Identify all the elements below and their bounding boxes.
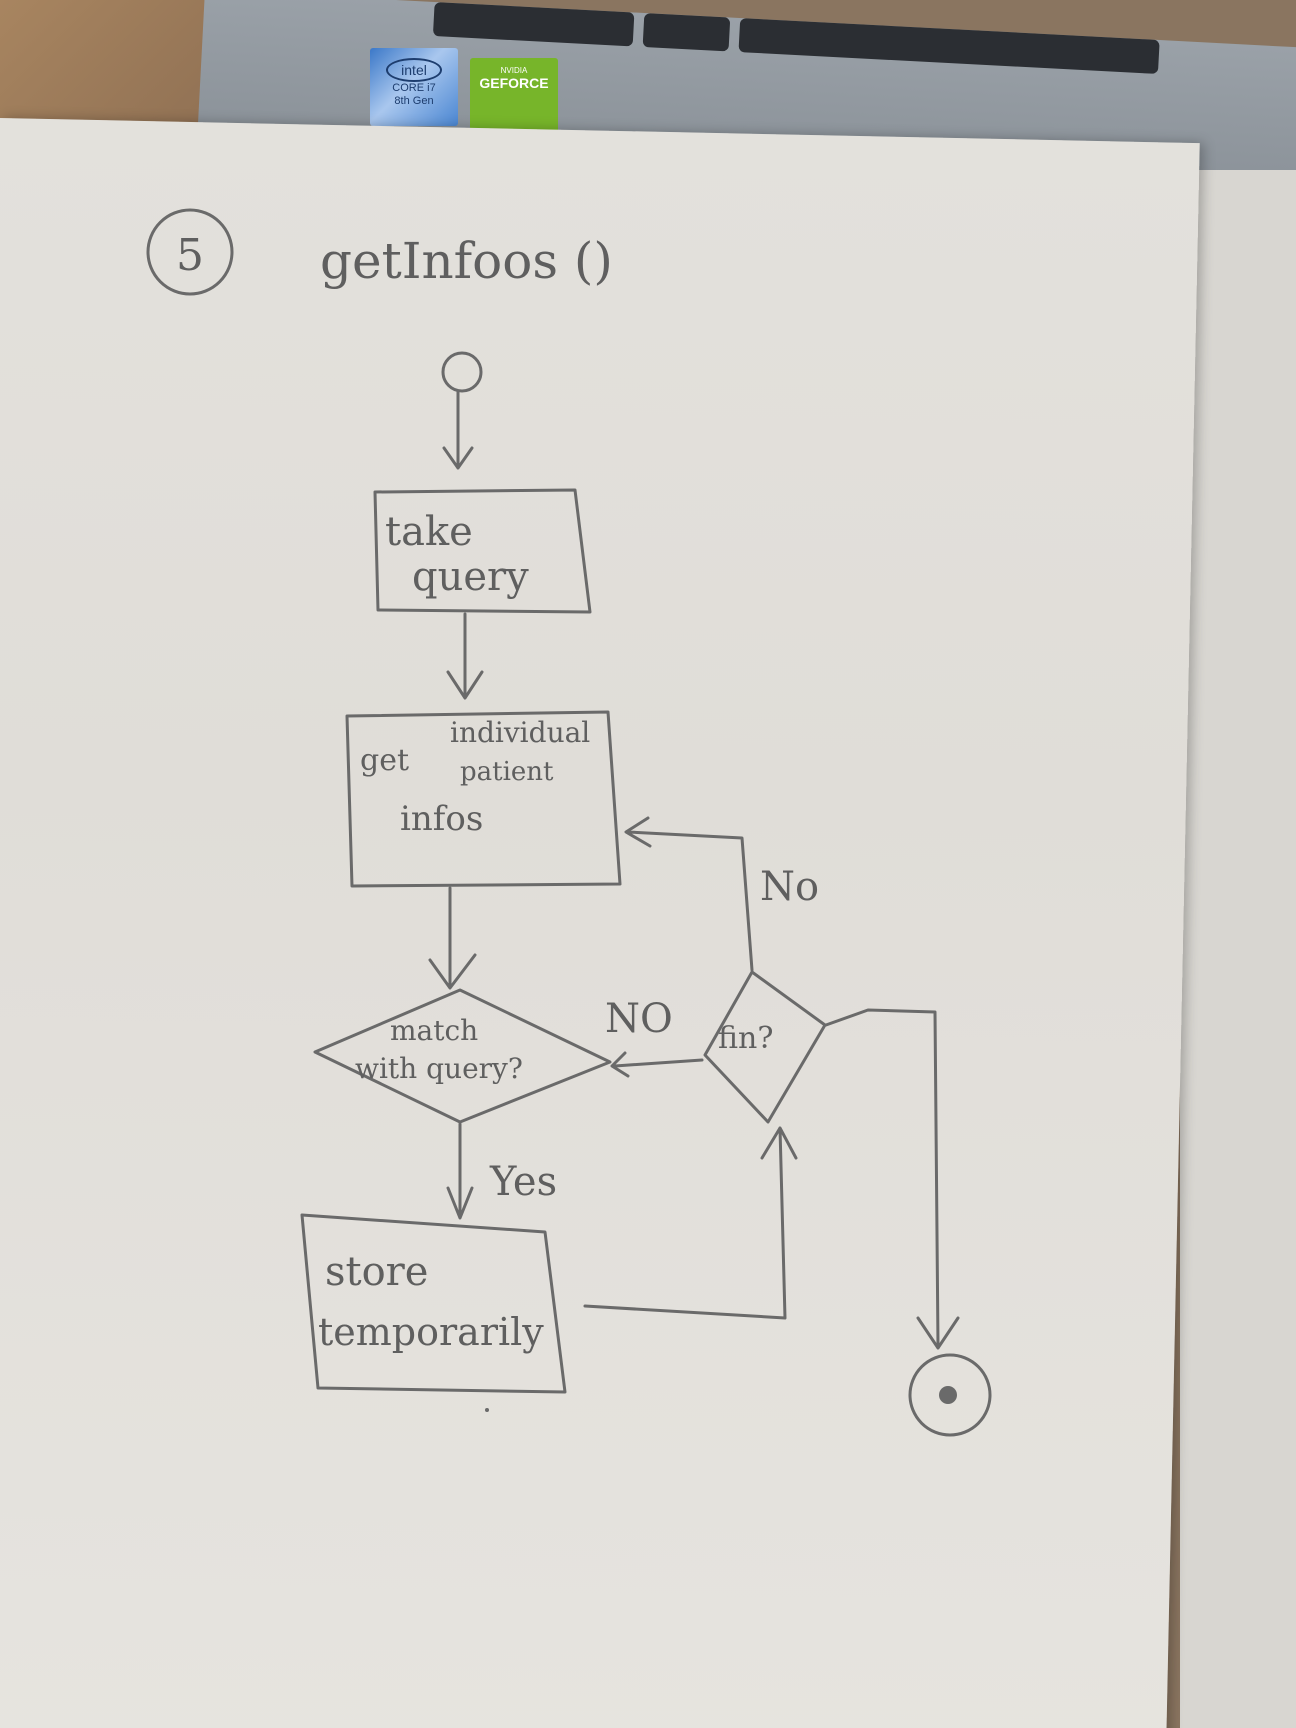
intel-sticker: intel CORE i7 8th Gen	[370, 48, 458, 126]
intel-logo: intel	[386, 58, 442, 82]
end-node-inner	[939, 1386, 957, 1404]
take-query-text: take	[385, 509, 473, 555]
edge-match-fin	[610, 1051, 704, 1078]
nvidia-sticker-line: GEFORCE	[479, 75, 549, 91]
arrow-match-to-store	[446, 1122, 474, 1220]
start-node	[441, 351, 483, 393]
intel-sticker-line: CORE i7	[392, 82, 436, 94]
second-paper-sheet	[1180, 170, 1296, 1728]
take-query-text: query	[412, 554, 529, 600]
arrow-take-to-get	[446, 612, 484, 700]
nvidia-sticker: NVIDIA GEFORCE	[470, 58, 558, 136]
sheet-title: getInfoos ()	[320, 232, 613, 290]
store-box	[300, 1213, 567, 1394]
edge-no-label: NO	[605, 996, 673, 1042]
edge-fin-loop	[624, 816, 754, 972]
intel-sticker-line: 8th Gen	[394, 95, 434, 107]
arrow-get-to-match	[428, 886, 477, 990]
pencil-dot	[485, 1408, 489, 1412]
get-info-text: infos	[400, 799, 483, 839]
take-query-box	[373, 488, 592, 614]
store-text: temporarily	[318, 1310, 544, 1354]
edge-no-loop-label: No	[760, 864, 819, 910]
get-info-text: individual	[450, 716, 590, 749]
match-decision-text: match	[390, 1014, 478, 1047]
fin-decision-diamond	[703, 970, 827, 1124]
end-node-outer	[908, 1353, 992, 1437]
match-decision-text: with query?	[355, 1052, 523, 1085]
sheet-number: 5	[176, 230, 204, 281]
arrow-fin-to-end	[824, 1008, 960, 1350]
edge-yes-label: Yes	[489, 1159, 557, 1205]
match-decision-diamond	[313, 988, 612, 1124]
store-text: store	[325, 1249, 428, 1295]
nvidia-sticker-line: NVIDIA	[500, 66, 528, 75]
get-info-text-left: get	[360, 743, 409, 778]
arrow-store-to-fin	[583, 1126, 798, 1320]
arrow-start-to-take	[442, 390, 474, 470]
get-info-text: patient	[460, 757, 554, 787]
sheet-number-circle	[146, 208, 234, 296]
fin-decision-text: fin?	[718, 1021, 773, 1056]
get-info-box	[345, 710, 622, 888]
